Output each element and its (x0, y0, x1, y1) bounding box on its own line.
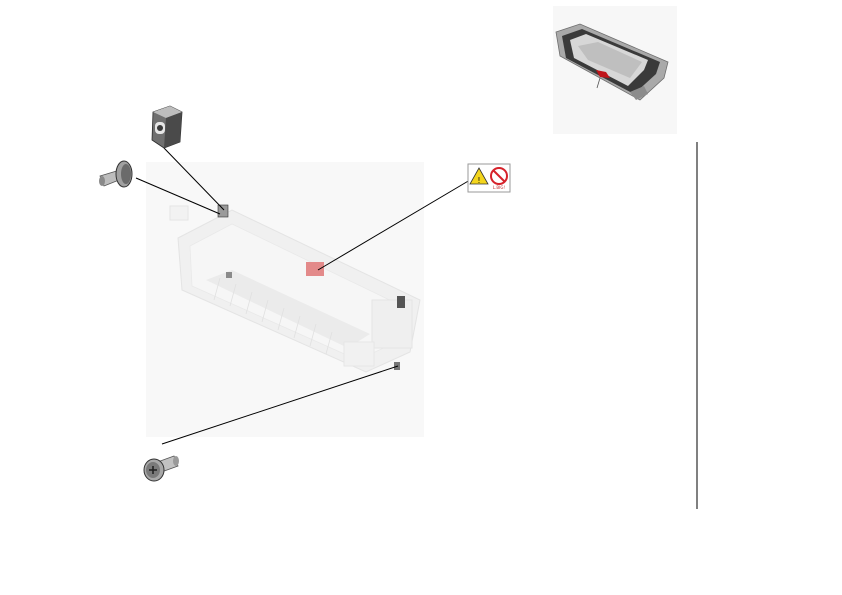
pan-head-screw-part (143, 455, 179, 482)
callout-line-latch-bracket (163, 147, 225, 211)
high-temperature-warning-icon (469, 167, 489, 185)
no-touch-prohibition-icon (490, 167, 508, 185)
label-location-highlight (306, 262, 324, 276)
callout-line-shoulder-screw (135, 177, 221, 215)
warning-label-part: ! L.BIG! (467, 163, 511, 193)
shoulder-screw-part (99, 160, 133, 188)
callout-lines (135, 147, 471, 445)
svg-text:!: ! (477, 176, 480, 185)
fuser-assembly (146, 162, 424, 437)
latch-bracket-mount (217, 204, 229, 218)
callout-line-pan-head-screw (161, 365, 399, 445)
screw-mount-left (226, 272, 232, 278)
latch-bracket-part (151, 105, 183, 149)
locator-thumbnail (553, 6, 677, 134)
warning-label-text: L.BIG! (493, 185, 505, 190)
callout-line-warning-label (317, 179, 471, 271)
